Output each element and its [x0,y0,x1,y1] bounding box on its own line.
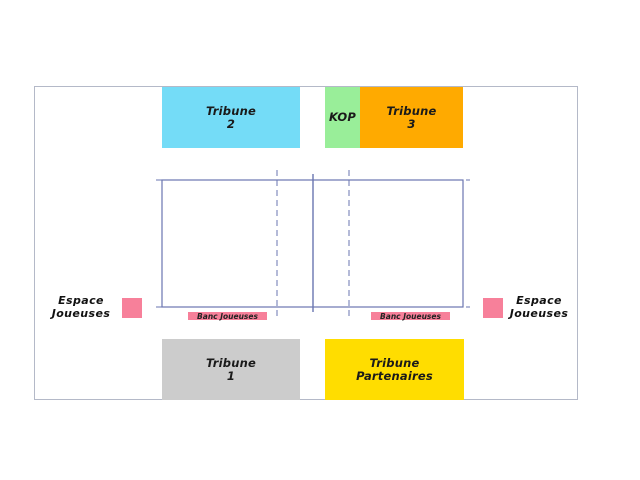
tribune-2-name: Tribune [206,103,256,118]
tribune-partenaires-name: Tribune [369,355,420,370]
bench-left: Banc Joueuses [188,311,267,321]
tribune-1: Tribune 1 [162,339,300,400]
tribune-3: Tribune 3 [360,87,463,148]
player-area-right-line2: Joueuses [509,307,569,320]
player-area-left [122,298,142,318]
tribune-3-number: 3 [407,116,416,131]
tribune-2-number: 2 [226,116,236,131]
kop-label: KOP [329,110,356,124]
player-area-right [483,298,503,318]
tribune-1-number: 1 [226,368,236,383]
tribune-1-name: Tribune [206,355,256,370]
player-area-right-label: Espace Joueuses [500,294,578,320]
kop-stand: KOP [325,87,360,148]
bench-right: Banc Joueuses [371,311,450,321]
tribune-partenaires-sub: Partenaires [356,368,433,383]
tribune-2: Tribune 2 [162,87,300,148]
tribune-3-name: Tribune [386,103,437,118]
player-area-left-label: Espace Joueuses [42,294,120,320]
bench-right-label: Banc Joueuses [380,311,441,321]
player-area-left-line2: Joueuses [51,307,111,320]
venue-outline [34,86,578,400]
bench-left-label: Banc Joueuses [197,311,258,321]
player-area-left-line1: Espace [58,294,104,307]
tribune-partenaires: Tribune Partenaires [325,339,464,400]
player-area-right-line1: Espace [516,294,562,307]
